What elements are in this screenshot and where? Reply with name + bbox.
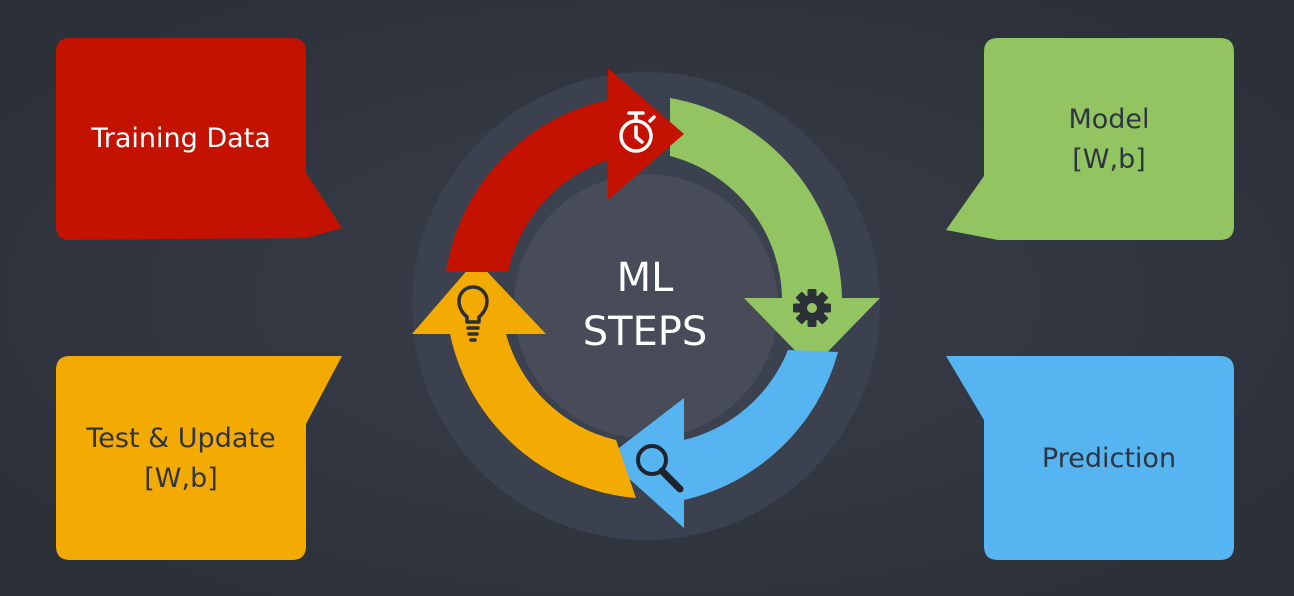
label-training-data: Training Data [56,38,306,240]
label-test-update: Test & Update [W,b] [56,398,306,520]
magnifier-icon [636,444,684,493]
cycle-ring-hub [514,174,778,438]
lightbulb-icon [457,285,489,342]
callout-model [946,38,1234,240]
label-test-update-line2: [W,b] [144,463,218,494]
label-prediction-text: Prediction [1041,442,1177,474]
gear-icon [793,289,831,327]
label-test-update-line1: Test & Update [86,422,276,454]
arc-prediction [606,350,838,528]
callout-test-update [56,356,342,560]
arc-training-data [446,68,684,272]
stopwatch-icon [619,111,656,153]
center-title-line1: ML [616,255,674,301]
center-title-line2: STEPS [582,309,708,355]
label-model: Model [W,b] [984,82,1234,198]
label-model-line1: Model [1068,103,1150,135]
label-training-data-text: Training Data [91,122,271,154]
callout-prediction [946,356,1234,560]
arc-model [670,98,880,368]
center-title: ML STEPS [530,240,760,370]
label-prediction: Prediction [984,404,1234,514]
callout-training-data [56,38,342,240]
label-model-line2: [W,b] [1072,144,1146,175]
